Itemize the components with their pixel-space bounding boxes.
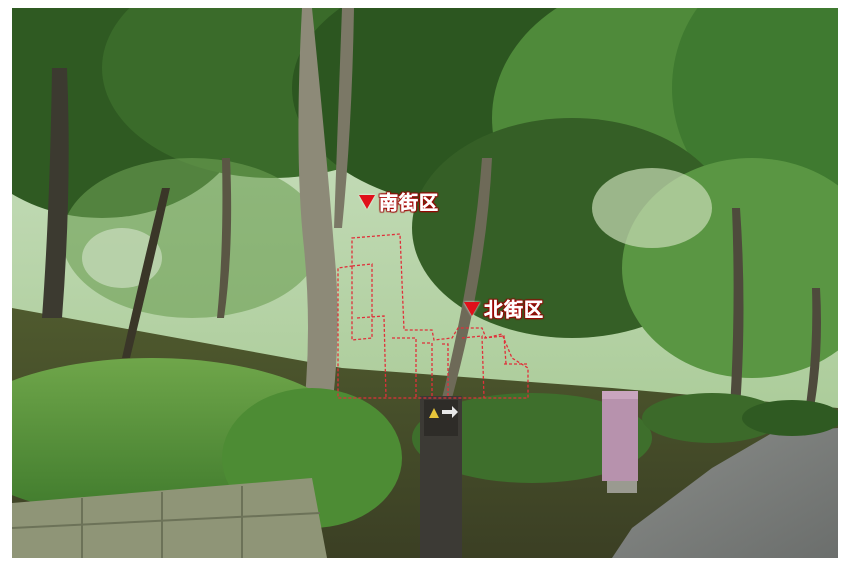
- north-block-text: 北街区: [484, 299, 545, 322]
- warning-icon: [429, 408, 439, 418]
- tree-canopy: [12, 8, 838, 378]
- footpath: [612, 428, 838, 558]
- scene-illustration: [12, 8, 838, 558]
- building-outline-overlay: [337, 233, 529, 399]
- south-block-label: 南街区: [359, 188, 439, 215]
- down-triangle-icon: [359, 194, 375, 209]
- south-block-text: 南街区: [379, 192, 440, 215]
- tree-trunks: [42, 8, 821, 418]
- north-block-label: 北街区: [464, 295, 544, 322]
- utility-box: [602, 391, 638, 493]
- right-arrow-icon: [442, 406, 458, 418]
- down-triangle-icon: [464, 301, 480, 316]
- stone-wall: [12, 478, 327, 558]
- signpost: [420, 396, 462, 558]
- foreground-bushes: [12, 358, 838, 528]
- photo: [12, 8, 838, 558]
